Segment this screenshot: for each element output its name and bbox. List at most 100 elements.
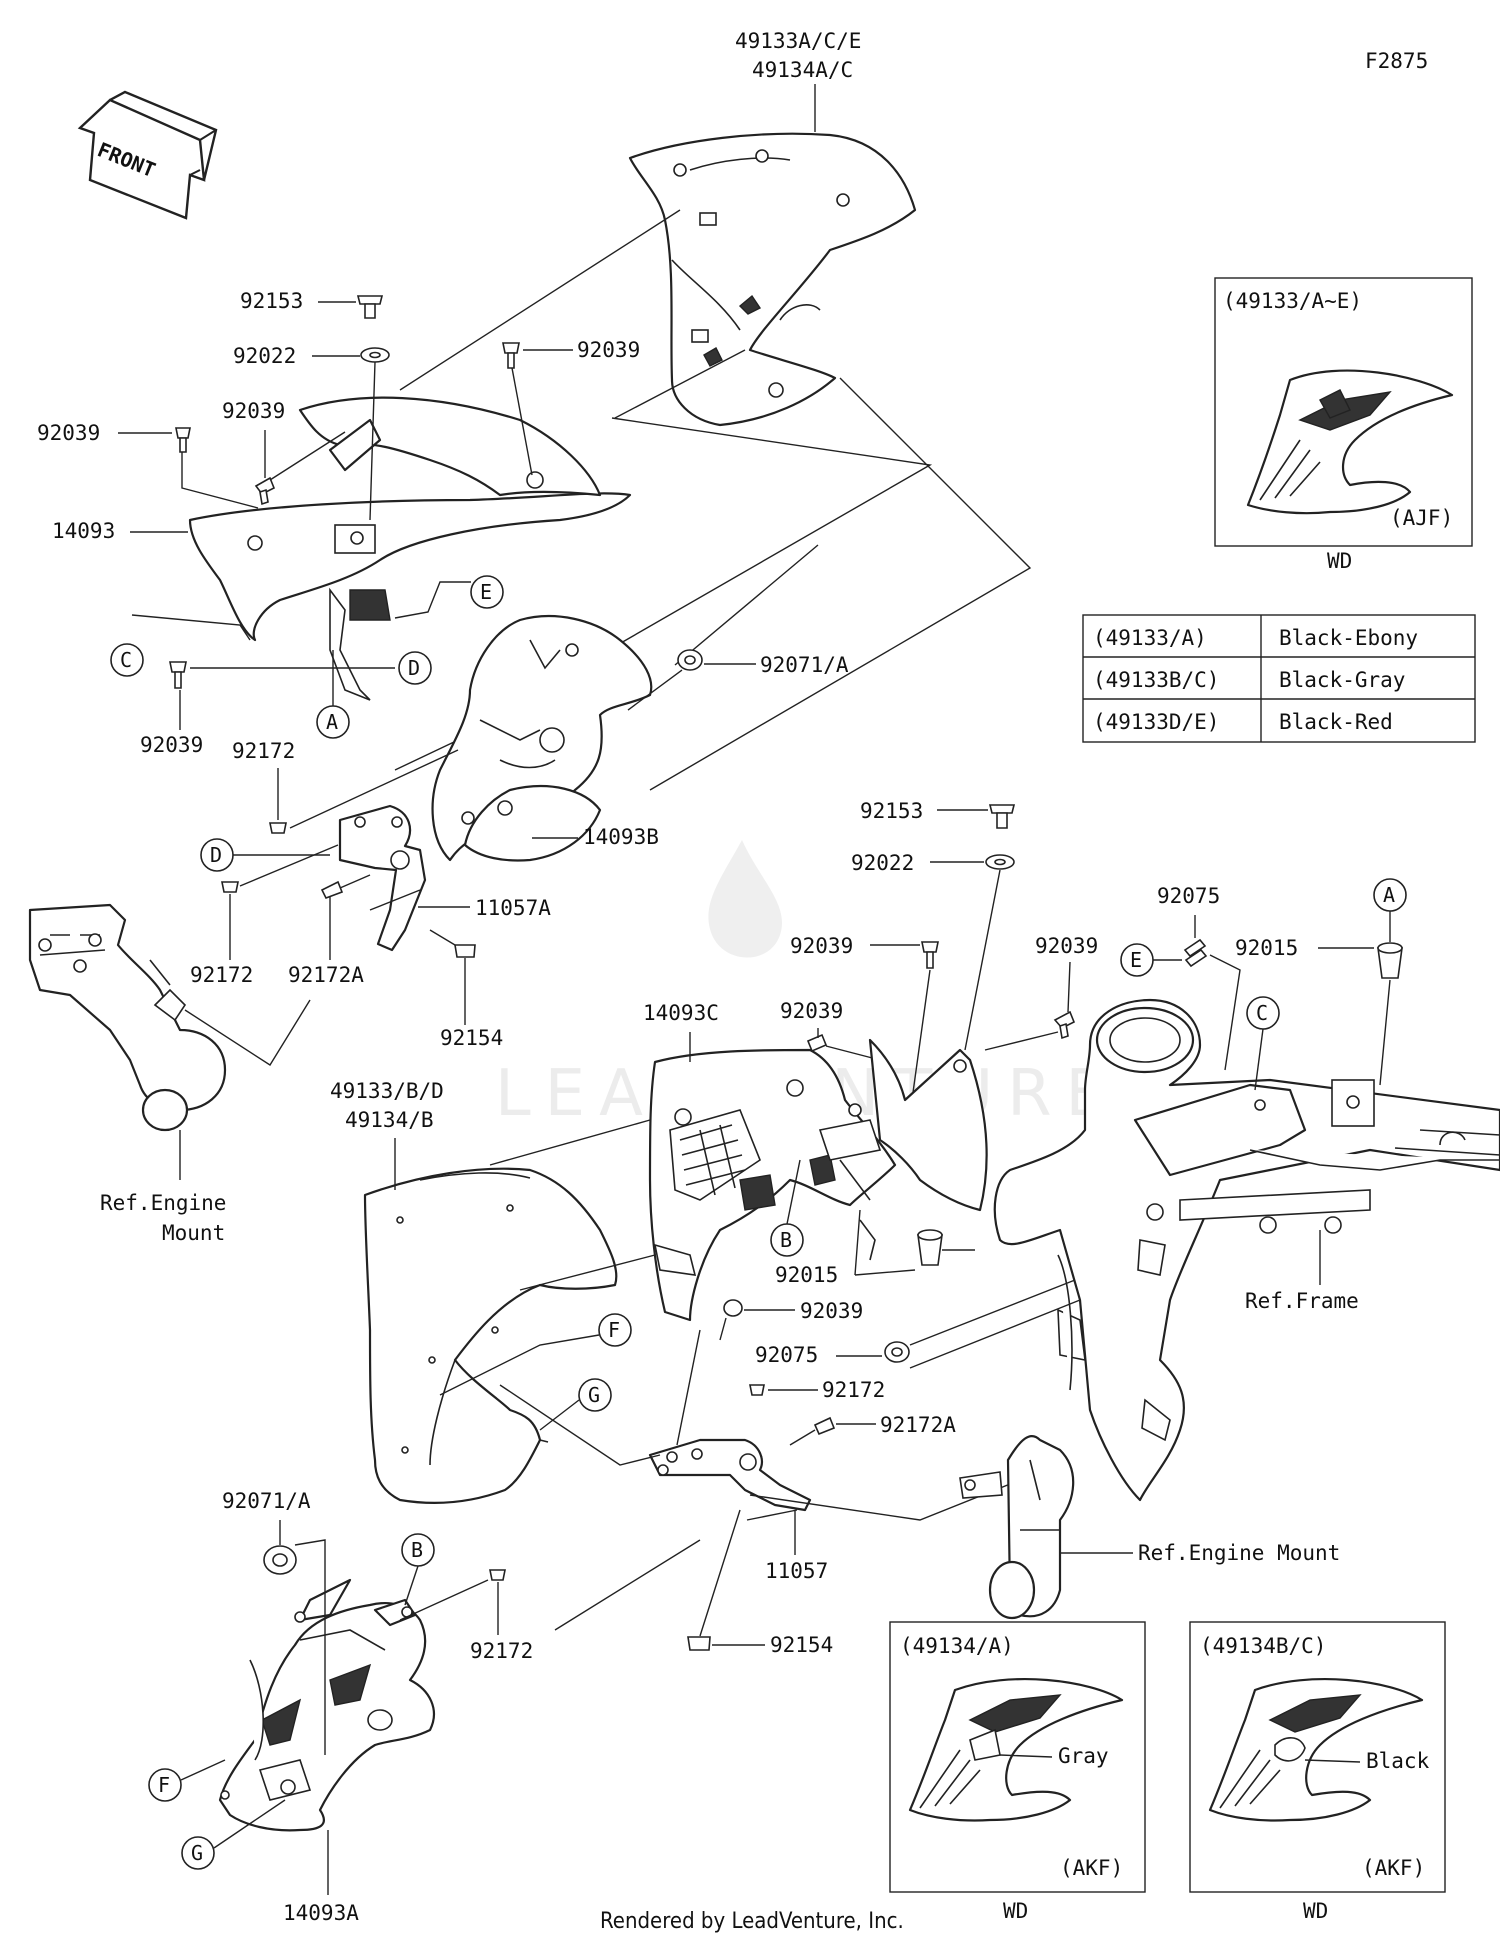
bolt-92172-c[interactable] [749,1384,765,1396]
callout-f-bot-text: F [158,1773,170,1797]
clip-92039-h[interactable] [723,1299,743,1317]
part-14093b[interactable] [431,614,653,862]
callout-b-mid-text: B [780,1228,792,1252]
inset-49134bc: (49134B/C) Black (AKF) WD [1189,1621,1446,1923]
bolt-92154-a[interactable] [454,944,476,958]
label-92153-b: 92153 [860,799,923,823]
callout-d-top-text: D [408,656,420,680]
inset-49134a-code: (AKF) [1060,1856,1123,1880]
collar-92015-b[interactable] [917,1229,943,1266]
label-92153-a: 92153 [240,289,303,313]
label-92039-c: 92039 [222,399,285,423]
ref-engine-mount-right [959,1435,1075,1620]
label-14093a: 14093A [283,1901,359,1925]
inset-49134a-color: Gray [1058,1744,1109,1768]
grommet-92075-b[interactable] [884,1341,910,1363]
bolt-92172a-a[interactable] [320,874,371,900]
callout-g-mid-text: G [588,1383,600,1407]
label-92039-e: 92039 [790,934,853,958]
inset-49134a: (49134/A) Gray (AKF) WD [889,1621,1146,1923]
callout-e-right-text: E [1130,948,1142,972]
label-92039-h: 92039 [800,1299,863,1323]
inset-49134bc-code: (AKF) [1362,1856,1425,1880]
color-table-color-1: Black-Gray [1279,668,1405,692]
label-92172-d: 92172 [470,1639,533,1663]
part-11057[interactable] [648,1438,812,1512]
label-49133bd: 49133/B/D [330,1079,444,1103]
color-table-color-2: Black-Red [1279,710,1393,734]
diagram-id: F2875 [1365,49,1428,73]
label-92172a-b: 92172A [880,1413,956,1437]
clip-92039-c[interactable] [254,476,276,506]
label-92015-b: 92015 [775,1263,838,1287]
front-arrow-icon: FRONT [77,90,218,220]
label-92154-a: 92154 [440,1026,503,1050]
grommet-92071a-top[interactable] [677,649,703,671]
color-table-code-2: (49133D/E) [1093,710,1219,734]
callout-g-bot [181,1836,215,1870]
callout-d-top [398,651,432,685]
label-11057a: 11057A [475,896,551,920]
inset-49133-title: (49133/A~E) [1223,289,1362,313]
label-ref-engine-mount-1a: Ref.Engine [100,1191,226,1215]
label-92172-a: 92172 [232,739,295,763]
callout-g-bot-text: G [191,1841,203,1865]
callout-a-top-text: A [326,710,338,734]
inset-49133-code: (AJF) [1390,506,1453,530]
part-11057a[interactable] [338,804,427,952]
part-14093[interactable] [188,396,632,701]
callout-e-top [470,575,504,609]
label-92075-a: 92075 [1157,884,1220,908]
bolt-92172a-b[interactable] [789,1416,836,1446]
label-92039-g: 92039 [780,999,843,1023]
part-49133ace[interactable] [628,132,917,427]
callout-c-left [110,643,144,677]
part-14093a[interactable] [218,1578,435,1832]
clip-92039-e[interactable] [921,941,939,969]
label-92039-b: 92039 [37,421,100,445]
label-92015-a: 92015 [1235,936,1298,960]
clip-92039-d[interactable] [169,661,187,689]
label-92071a-top: 92071/A [760,653,849,677]
bolt-92172-b[interactable] [221,881,239,893]
label-14093: 14093 [52,519,115,543]
label-49134b: 49134/B [345,1108,434,1132]
clip-92039-f[interactable] [1053,1010,1076,1040]
spring-92075-a[interactable] [1183,938,1208,968]
part-14093c[interactable] [648,1038,988,1322]
callout-g-mid [578,1378,612,1412]
clip-92039-a[interactable] [502,342,520,369]
color-table-code-1: (49133B/C) [1093,668,1219,692]
label-11057: 11057 [765,1559,828,1583]
collar-92015-a[interactable] [1377,942,1403,979]
inset-49134bc-caption: WD [1303,1899,1328,1923]
callout-d-left-text: D [210,843,222,867]
label-92039-d: 92039 [140,733,203,757]
color-table-frame [1082,614,1476,743]
bolt-92153-b[interactable] [988,804,1016,829]
inset-49134a-caption: WD [1003,1899,1028,1923]
color-table-color-0: Black-Ebony [1279,626,1418,650]
callout-b-bot-text: B [411,1538,423,1562]
part-49133bd[interactable] [363,1167,618,1505]
bolt-92153-a[interactable] [356,295,384,319]
bolt-92154-b[interactable] [687,1636,711,1651]
bolt-92172-a[interactable] [269,822,287,834]
bolt-92172-d[interactable] [489,1569,506,1581]
ref-engine-mount-left [28,903,227,1132]
washer-92022-a[interactable] [360,347,390,363]
inset-49133-frame [1214,277,1473,547]
washer-92022-b[interactable] [985,854,1015,870]
label-ref-engine-mount-1b: Mount [162,1221,225,1245]
grommet-92071a-bot[interactable] [263,1545,297,1575]
label-92172-b: 92172 [190,963,253,987]
callout-f-mid-text: F [608,1318,620,1342]
footer-text: Rendered by LeadVenture, Inc. [600,1909,904,1934]
color-table: (49133/A) Black-Ebony (49133B/C) Black-G… [1082,614,1476,743]
clip-92039-b[interactable] [175,427,191,453]
callout-f-mid [598,1313,632,1347]
inset-49134a-frame [889,1621,1146,1893]
callout-c-right-text: C [1256,1001,1268,1025]
clip-92039-g[interactable] [806,1033,828,1053]
